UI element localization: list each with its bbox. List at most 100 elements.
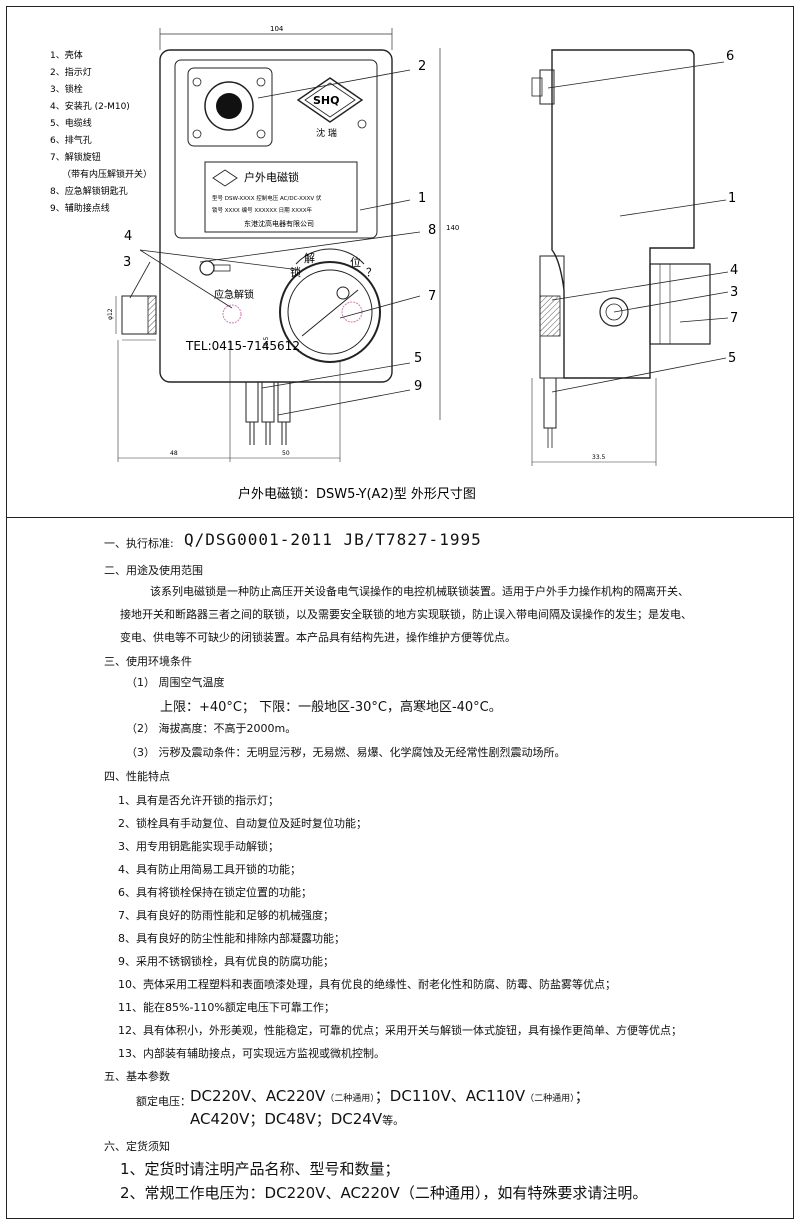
callouts-front: 2 1 4 8 3 7 5 9 bbox=[123, 59, 436, 394]
dim-bottom-label: 50 bbox=[282, 450, 290, 457]
leaders-front bbox=[129, 69, 421, 416]
callout-2: 2 bbox=[418, 59, 426, 74]
callout-3: 3 bbox=[123, 255, 131, 270]
s6-item-1: 1、定货时请注明产品名称、型号和数量； bbox=[120, 1160, 400, 1178]
dim-width-label: 104 bbox=[270, 25, 284, 33]
dim-bottom bbox=[117, 340, 341, 462]
knob-lock: 锁 bbox=[290, 265, 301, 279]
s3-item-1: （1） 周围空气温度 bbox=[126, 676, 225, 689]
upper-panel bbox=[174, 59, 378, 239]
s5-line2a: AC420V；DC48V；DC24V bbox=[190, 1110, 383, 1128]
s5-title: 五、基本参数 bbox=[104, 1070, 170, 1083]
leaders-side bbox=[547, 61, 729, 393]
emergency-label: 应急解锁 bbox=[214, 288, 254, 301]
s4-item-4: 4、具有防止用简易工具开锁的功能； bbox=[118, 863, 301, 876]
callout-3-side: 3 bbox=[730, 285, 738, 300]
parts-list: 1、壳体 2、指示灯 3、锁栓 4、安装孔 (2-M10) 5、电缆线 6、排气… bbox=[50, 49, 152, 214]
part-5: 5、电缆线 bbox=[50, 117, 92, 129]
callout-8: 8 bbox=[428, 223, 436, 238]
lock-pin bbox=[115, 295, 157, 341]
callout-7: 7 bbox=[428, 289, 436, 304]
part-7-note: （带有内压解锁开关） bbox=[62, 168, 152, 180]
part-2: 2、指示灯 bbox=[50, 66, 92, 78]
callout-4-side: 4 bbox=[730, 263, 738, 278]
s3-item-2: 上限：+40°C； 下限：一般地区-30°C，高寒地区-40°C。 bbox=[160, 700, 502, 715]
dim-hole: 28.5 bbox=[263, 336, 270, 350]
callout-1-side: 1 bbox=[728, 191, 736, 206]
logo-name: 沈 瑞 bbox=[316, 127, 337, 139]
tel-text: TEL:0415-7145612 bbox=[185, 339, 300, 353]
dim-left-label: 48 bbox=[170, 450, 178, 457]
callouts-side: 6 1 4 3 7 5 bbox=[726, 49, 738, 366]
callout-5-side: 5 bbox=[728, 351, 736, 366]
s5-line1e: ； bbox=[574, 1087, 590, 1105]
brand-logo: SHQ 沈 瑞 bbox=[296, 77, 367, 139]
callout-4: 4 bbox=[124, 229, 132, 244]
s4-item-1: 1、具有是否允许开锁的指示灯； bbox=[118, 794, 279, 807]
page-border bbox=[6, 6, 794, 1219]
s3-item-4: （3） 污秽及震动条件：无明显污秽，无易燃、易爆、化学腐蚀及无经常性剧烈震动场所… bbox=[126, 746, 566, 759]
s4-item-8: 8、具有良好的防尘性能和排除内部凝露功能； bbox=[118, 932, 345, 945]
callout-5: 5 bbox=[414, 351, 422, 366]
plate-line1: 型号 DSW-XXXX 控制电压 AC/DC-XXXV 伏 bbox=[212, 194, 322, 202]
unlock-knob: 锁 解 位 ？ bbox=[279, 248, 381, 363]
s4-title: 四、性能特点 bbox=[104, 770, 170, 783]
plate-line2: 锁号 XXXX 编号 XXXXXX 日期 XXXX年 bbox=[212, 206, 312, 214]
plate-maker: 东港沈高电器有限公司 bbox=[244, 219, 314, 228]
s1-value: Q/DSG0001-2011 JB/T7827-1995 bbox=[184, 530, 482, 549]
s5-line-1: DC220V、AC220V（二种通用）；DC110V、AC110V（二种通用）； bbox=[190, 1085, 590, 1106]
part-6: 6、排气孔 bbox=[50, 134, 92, 146]
s4-item-6: 6、具有将锁栓保持在锁定位置的功能； bbox=[118, 886, 312, 899]
callout-1: 1 bbox=[418, 191, 426, 206]
knob-q: ？ bbox=[366, 266, 377, 279]
s3-item-3: （2） 海拔高度：不高于2000m。 bbox=[126, 722, 297, 735]
part-1: 1、壳体 bbox=[50, 49, 83, 61]
s1-title: 一、执行标准: bbox=[104, 537, 174, 550]
s5-line1c: ；DC110V、AC110V bbox=[374, 1087, 526, 1105]
callout-7-side: 7 bbox=[730, 311, 738, 326]
knob-unlock: 解 bbox=[304, 251, 315, 265]
part-9: 9、辅助接点线 bbox=[50, 202, 110, 214]
s5-line1a: DC220V、AC220V bbox=[190, 1087, 326, 1105]
s5-line1d: （二种通用） bbox=[525, 1094, 575, 1104]
part-8: 8、应急解锁钥匙孔 bbox=[50, 185, 128, 197]
s5-line2b: 等。 bbox=[382, 1114, 405, 1127]
s4-item-11: 11、能在85%-110%额定电压下可靠工作； bbox=[118, 1001, 335, 1014]
s2-line-1: 该系列电磁锁是一种防止高压开关设备电气误操作的电控机械联锁装置。适用于户外手力操… bbox=[150, 585, 689, 598]
s2-line-3: 变电、供电等不可缺少的闭锁装置。本产品具有结构先进，操作维护方便等优点。 bbox=[120, 631, 516, 644]
emergency-keyhole: 应急解锁 bbox=[199, 260, 254, 324]
cables-front bbox=[245, 381, 291, 445]
dim-pin: φ12 bbox=[107, 308, 114, 320]
part-7: 7、解锁旋钮 bbox=[50, 151, 101, 163]
s2-line-2: 接地开关和断路器三者之间的联锁，以及需要安全联锁的地方实现联锁，防止误入带电间隔… bbox=[120, 608, 692, 621]
dim-height-label: 140 bbox=[446, 224, 459, 232]
logo-letters: SHQ bbox=[313, 94, 339, 107]
callout-6: 6 bbox=[726, 49, 734, 64]
indicator-lamp bbox=[187, 67, 273, 147]
drawing-caption: 户外电磁锁：DSW5-Y(A2)型 外形尺寸图 bbox=[238, 486, 476, 502]
s5-label: 额定电压： bbox=[136, 1095, 191, 1108]
s4-item-2: 2、锁栓具有手动复位、自动复位及延时复位功能； bbox=[118, 817, 367, 830]
dim-side-label: 33.5 bbox=[592, 454, 606, 461]
part-4: 4、安装孔 (2-M10) bbox=[50, 100, 130, 112]
s4-item-9: 9、采用不锈钢锁栓，具有优良的防腐功能； bbox=[118, 955, 334, 968]
s4-item-13: 13、内部装有辅助接点，可实现远方监视或微机控制。 bbox=[118, 1047, 385, 1060]
s5-line-2: AC420V；DC48V；DC24V等。 bbox=[190, 1108, 404, 1129]
side-view bbox=[531, 49, 711, 466]
s4-item-10: 10、壳体采用工程塑料和表面喷漆处理，具有优良的绝缘性、耐老化性和防腐、防霉、防… bbox=[118, 978, 616, 991]
part-3: 3、锁栓 bbox=[50, 83, 83, 95]
s3-title: 三、使用环境条件 bbox=[104, 655, 192, 668]
dim-width bbox=[159, 28, 393, 50]
s2-title: 二、用途及使用范围 bbox=[104, 564, 203, 577]
nameplate: 户外电磁锁 型号 DSW-XXXX 控制电压 AC/DC-XXXV 伏 锁号 X… bbox=[204, 161, 358, 233]
s4-item-12: 12、具有体积小，外形美观，性能稳定，可靠的优点；采用开关与解锁一体式旋钮，具有… bbox=[118, 1024, 682, 1037]
s6-item-2: 2、常规工作电压为：DC220V、AC220V（二种通用），如有特殊要求请注明。 bbox=[120, 1184, 648, 1202]
outline-drawing: 1、壳体 2、指示灯 3、锁栓 4、安装孔 (2-M10) 5、电缆线 6、排气… bbox=[50, 25, 738, 502]
knob-pos: 位 bbox=[350, 255, 361, 269]
callout-9: 9 bbox=[414, 379, 422, 394]
s4-item-3: 3、用专用钥匙能实现手动解锁； bbox=[118, 840, 279, 853]
s4-item-7: 7、具有良好的防雨性能和足够的机械强度； bbox=[118, 909, 334, 922]
section-divider bbox=[6, 517, 794, 518]
plate-title: 户外电磁锁 bbox=[244, 170, 299, 184]
s5-line1b: （二种通用） bbox=[325, 1094, 375, 1104]
